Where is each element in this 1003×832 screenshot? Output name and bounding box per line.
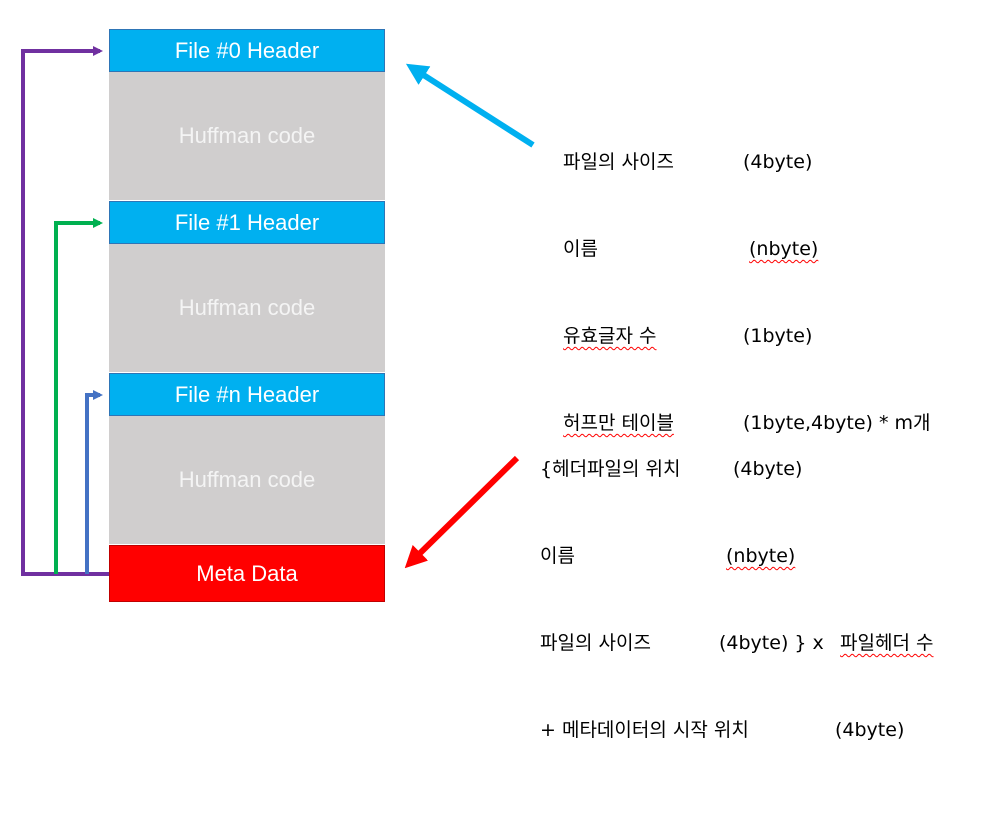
file-n-header-block: File #n Header [109,373,385,416]
diagram-connectors [21,46,535,576]
file-1-huffman-code-block: Huffman code [109,244,385,372]
meta-data-description: {헤더파일의 위치 (4byte) 이름 (nbyte) 파일의 사이즈 (4b… [540,397,990,774]
meta-start-position-bytes: (4byte) [835,719,905,741]
header-position-label: {헤더파일의 위치 [540,458,681,480]
file-size-bytes: (4byte) [743,151,813,173]
meta-data-block: Meta Data [109,545,385,602]
meta-file-size-bytes: (4byte) } x [719,632,824,654]
file-header-description: 파일의 사이즈 (4byte) 이름 (nbyte) 유효글자 수 (1byte… [563,90,983,467]
name-bytes: (nbyte) [749,238,819,260]
name-label: 이름 [563,238,598,260]
file-size-label: 파일의 사이즈 [563,151,674,173]
valid-chars-bytes: (1byte) [743,325,813,347]
pointer-to-file-0 [21,46,109,576]
meta-name-bytes: (nbyte) [726,545,796,567]
file-n-huffman-code-block: Huffman code [109,416,385,544]
valid-chars-label: 유효글자 수 [563,325,657,347]
pointer-to-file-n [85,390,103,574]
file-0-huffman-code-block: Huffman code [109,72,385,200]
meta-start-position-label: + 메타데이터의 시작 위치 [540,719,749,741]
huffman-table-bytes: (1byte,4byte) * m개 [743,412,931,434]
file-1-header-block: File #1 Header [109,201,385,244]
huffman-table-label: 허프만 테이블 [563,412,674,434]
meta-note-arrow [404,455,520,569]
meta-name-label: 이름 [540,545,575,567]
file-header-count: 파일헤더 수 [840,632,934,654]
file-0-header-block: File #0 Header [109,29,385,72]
pointer-to-file-1 [54,218,103,574]
header-note-arrow [405,63,535,148]
header-position-bytes: (4byte) [733,458,803,480]
meta-file-size-label: 파일의 사이즈 [540,632,651,654]
